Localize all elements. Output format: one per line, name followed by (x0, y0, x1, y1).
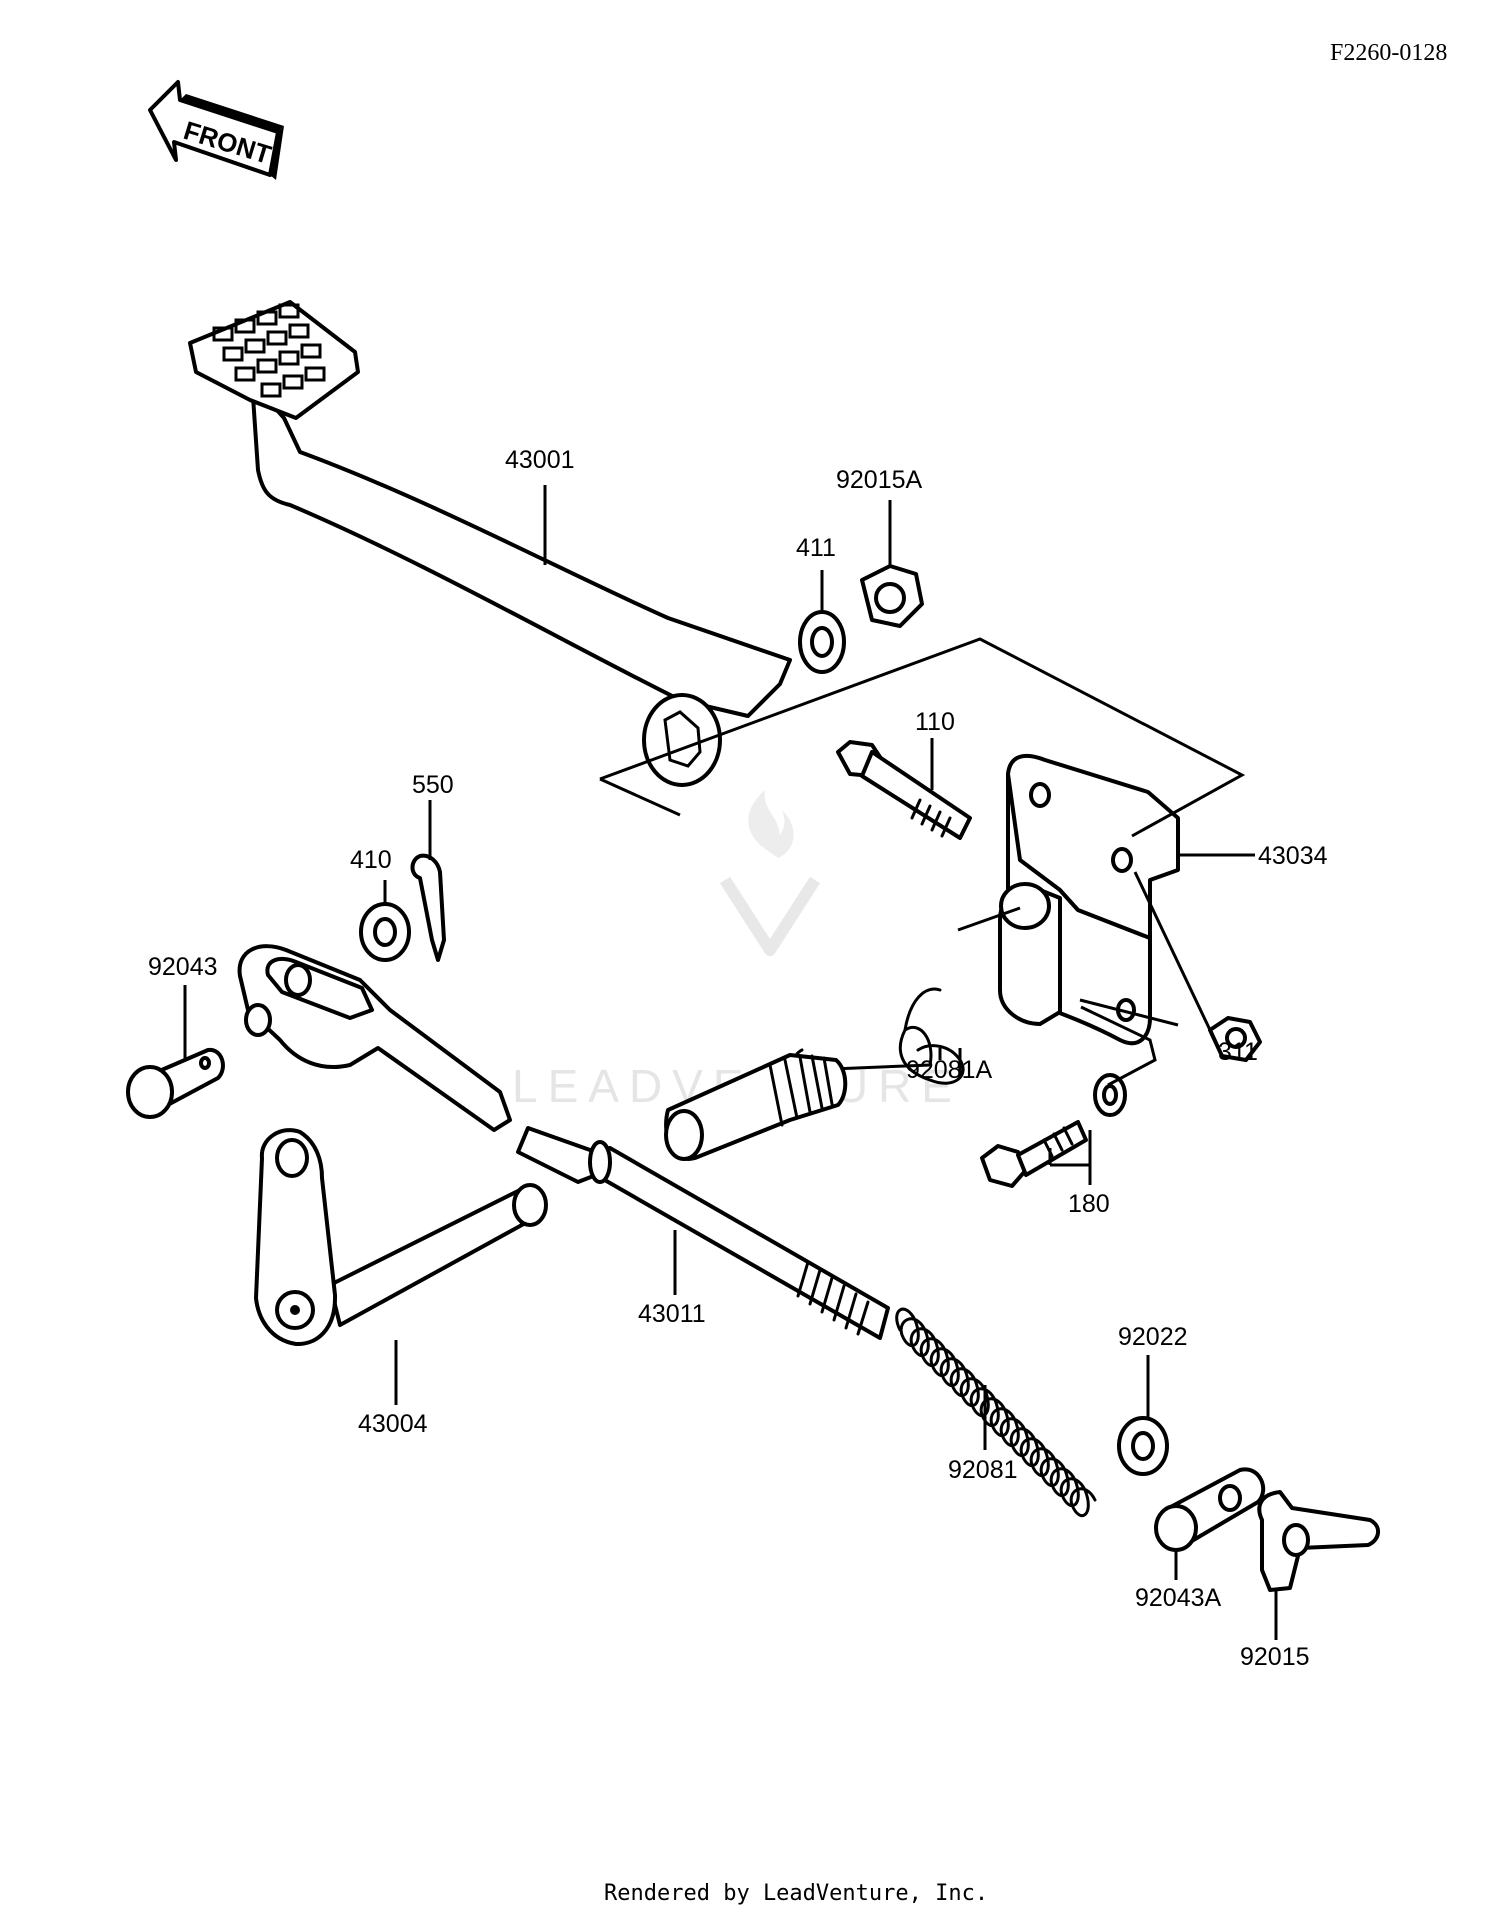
part-label-43004: 43004 (358, 1410, 428, 1438)
nut-311 (1208, 1016, 1262, 1062)
cotter-pin-550 (410, 853, 446, 962)
spring-92081 (895, 1307, 1097, 1518)
part-label-92081: 92081 (948, 1456, 1018, 1484)
bracket-43034 (998, 753, 1180, 1046)
part-label-43011: 43011 (638, 1300, 706, 1328)
part-label-43034: 43034 (1258, 842, 1328, 870)
part-labels: 43001 92015A 411 110 43034 550 410 92043… (148, 446, 1328, 1671)
pivot-shaft (664, 1053, 848, 1161)
washer-410 (359, 902, 411, 962)
part-label-92081A: 92081A (906, 1056, 993, 1084)
lever-arm-43004 (254, 1128, 548, 1347)
part-label-311: 311 (1218, 1038, 1258, 1066)
part-label-92015A: 92015A (836, 466, 923, 494)
part-label-43001: 43001 (505, 446, 575, 474)
washer-180 (1093, 1073, 1127, 1117)
part-label-110: 110 (915, 708, 955, 736)
part-label-550: 550 (412, 771, 454, 799)
part-label-92043A: 92043A (1135, 1584, 1222, 1612)
washer-411 (798, 610, 846, 674)
part-label-411: 411 (796, 534, 836, 562)
part-label-92022: 92022 (1118, 1323, 1188, 1351)
washer-92022 (1117, 1416, 1169, 1476)
leader-lines (183, 485, 1278, 1640)
part-label-180: 180 (1068, 1190, 1110, 1218)
brake-rod-43011 (516, 1126, 890, 1340)
part-label-410: 410 (350, 846, 392, 874)
footer-credit: Rendered by LeadVenture, Inc. (604, 1881, 988, 1906)
watermark-logo-icon: LEADVENTURE (512, 790, 952, 1112)
part-label-92043: 92043 (148, 953, 218, 981)
bolt-110 (836, 740, 972, 840)
brake-pedal (188, 300, 792, 787)
part-label-92015: 92015 (1240, 1643, 1310, 1671)
clevis-pin-92043 (126, 1047, 225, 1119)
assembly-outline-bottom (1080, 1005, 1157, 1087)
clevis-yoke (237, 944, 512, 1132)
document-id: F2260-0128 (1330, 40, 1447, 66)
assembly-outline (599, 637, 1246, 838)
trunnion-92043A (1154, 1467, 1266, 1552)
assembly-outline-left (599, 777, 681, 817)
nut-92015A (860, 564, 924, 628)
bolt-180 (980, 1120, 1088, 1188)
assembly-outline-lower (1079, 998, 1179, 1027)
front-arrow-icon: FRONT (148, 80, 284, 180)
wing-nut-92015 (1257, 1490, 1380, 1592)
